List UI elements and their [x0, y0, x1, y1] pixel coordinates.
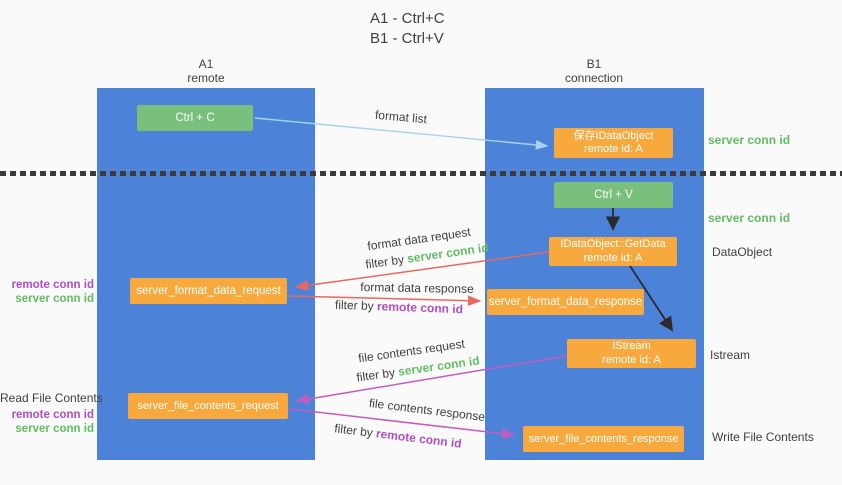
label-format-data-response: format data response: [360, 280, 474, 296]
node-idataobject-getdata-line2: remote id: A: [583, 251, 643, 264]
server-conn-id-label: server conn id: [15, 293, 94, 305]
node-server-format-data-response-label: server_format_data_response: [488, 296, 643, 308]
node-ctrl-c: Ctrl + C: [137, 105, 253, 131]
node-server-file-contents-response: server_file_contents_response: [523, 426, 684, 452]
node-server-file-contents-response-label: server_file_contents_response: [528, 433, 679, 445]
node-ctrl-v: Ctrl + V: [554, 182, 673, 208]
left-conn-ids-bottom: remote conn id server conn id: [8, 408, 94, 436]
filter-by-text: filter by: [333, 421, 378, 441]
node-save-idataobject-line2: remote id: A: [584, 143, 643, 155]
node-server-format-data-request-label: server_format_data_request: [136, 285, 281, 297]
left-conn-ids-top: remote conn id server conn id: [8, 278, 94, 306]
remote-conn-id-key: remote conn id: [375, 426, 463, 451]
diagram-title: A1 - Ctrl+C B1 - Ctrl+V: [370, 9, 445, 49]
server-conn-id-label: server conn id: [15, 423, 94, 435]
filter-by-text: filter by: [355, 364, 400, 385]
label-filter-by-remote-conn-id-2: filter by remote conn id: [323, 420, 474, 452]
lifeline-header-b1: B1 connection: [534, 57, 654, 85]
filter-by-text: filter by: [364, 251, 409, 272]
server-conn-id-label-mid: server conn id: [708, 211, 791, 225]
remote-conn-id-key: remote conn id: [376, 299, 464, 317]
lifeline-b1-role: connection: [564, 71, 624, 85]
node-server-file-contents-request-label: server_file_contents_request: [137, 400, 279, 412]
node-idataobject-getdata: IDataObject::GetData remote id: A: [549, 237, 677, 266]
dataobject-label: DataObject: [712, 245, 773, 259]
lifeline-header-a1: A1 remote: [146, 57, 266, 85]
node-istream-line2: remote id: A: [602, 353, 661, 366]
lifeline-b1-id: B1: [586, 57, 602, 71]
node-ctrl-v-label: Ctrl + V: [594, 189, 633, 201]
istream-label: Istream: [710, 348, 751, 362]
node-server-file-contents-request: server_file_contents_request: [128, 393, 288, 419]
server-conn-id-label-top: server conn id: [708, 133, 791, 147]
lifeline-a1-id: A1: [198, 57, 214, 71]
node-server-format-data-response: server_format_data_response: [487, 289, 644, 315]
session-separator-dotted-line: [0, 171, 842, 176]
node-server-format-data-request: server_format_data_request: [130, 278, 287, 304]
node-idataobject-getdata-line1: IDataObject::GetData: [560, 238, 666, 250]
node-istream-line1: IStream: [612, 340, 651, 352]
label-filter-by-remote-conn-id-1: filter by remote conn id: [324, 297, 474, 316]
lifeline-a1-role: remote: [187, 71, 225, 85]
title-line-1: A1 - Ctrl+C: [370, 10, 445, 27]
remote-conn-id-label: remote conn id: [11, 279, 94, 291]
label-file-contents-response: file contents response: [368, 395, 486, 425]
node-save-idataobject: 保存IDataObject remote id: A: [554, 128, 673, 158]
node-istream: IStream remote id: A: [567, 339, 696, 368]
node-ctrl-c-label: Ctrl + C: [175, 112, 215, 124]
title-line-2: B1 - Ctrl+V: [370, 30, 444, 47]
read-file-contents-label: Read File Contents: [0, 391, 103, 405]
write-file-contents-label: Write File Contents: [712, 430, 814, 444]
label-format-list: format list: [374, 107, 428, 127]
filter-by-text: filter by: [334, 297, 378, 314]
node-save-idataobject-line1: 保存IDataObject: [573, 129, 654, 142]
remote-conn-id-label: remote conn id: [11, 409, 94, 421]
